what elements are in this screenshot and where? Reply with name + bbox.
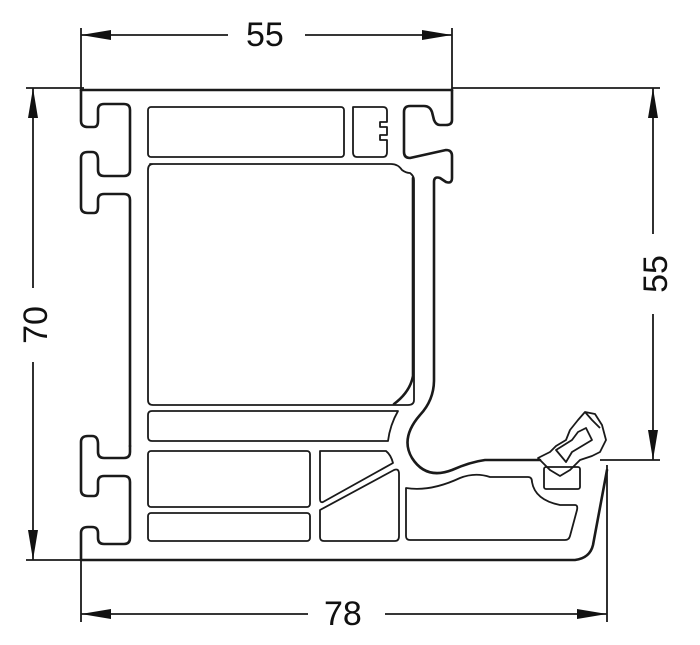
chamber-bottom-left [147, 512, 311, 542]
arrow-left-icon [81, 30, 111, 40]
chamber-top-right [352, 106, 388, 158]
arrow-down-icon [28, 530, 38, 560]
seal-gasket [537, 411, 607, 490]
arrow-left-icon [81, 609, 111, 619]
chamber-top-left [147, 106, 345, 158]
arrow-right-icon [577, 609, 607, 619]
dimension-top [80, 28, 453, 92]
profile-outline [79, 88, 609, 562]
dimension-bottom [80, 465, 608, 622]
chamber-lower-left [147, 450, 311, 508]
dimension-right [452, 87, 660, 461]
dimension-label-bottom: 78 [318, 597, 368, 631]
chamber-lower-center-top [319, 450, 394, 504]
chamber-main [147, 163, 415, 406]
chamber-lower-center-bottom [319, 468, 400, 542]
dimension-label-left: 70 [17, 300, 55, 350]
dimension-left [26, 87, 84, 561]
arrow-down-icon [648, 430, 658, 460]
dimension-label-right: 55 [637, 249, 675, 299]
arrow-up-icon [648, 88, 658, 118]
chambers [147, 106, 579, 542]
dimension-label-top: 55 [240, 18, 290, 52]
arrow-right-icon [422, 30, 452, 40]
chamber-middle [147, 410, 399, 442]
arrow-up-icon [28, 88, 38, 118]
chamber-lower-right [405, 473, 579, 541]
